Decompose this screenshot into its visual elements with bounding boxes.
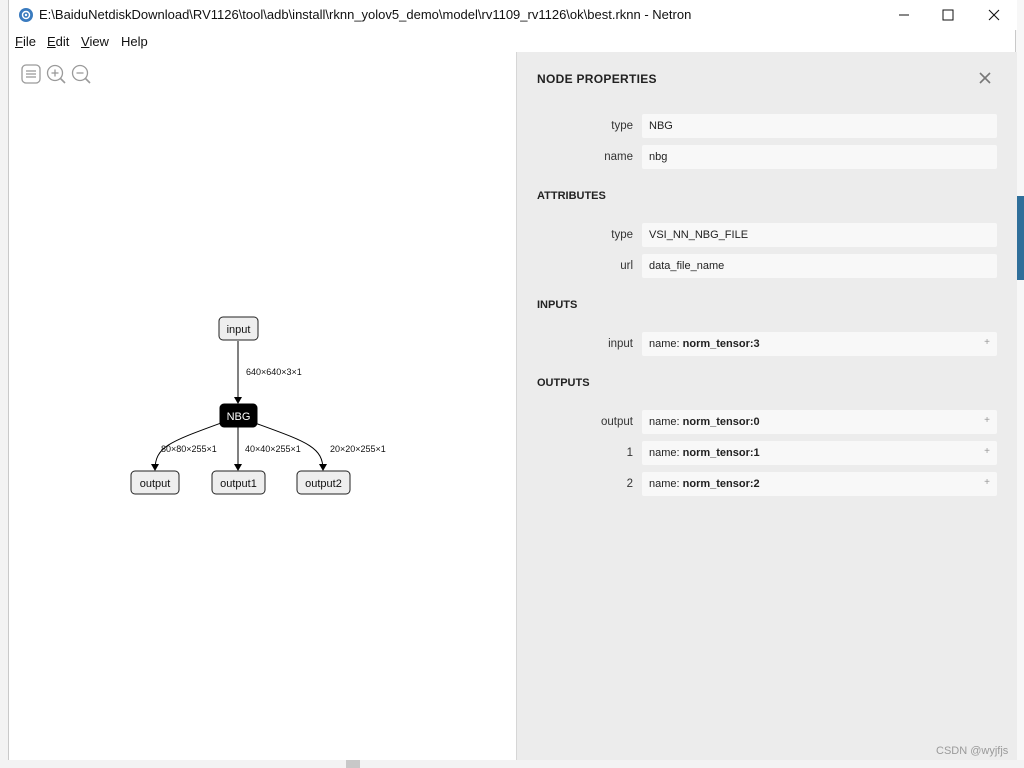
menu-file[interactable]: File — [15, 34, 36, 49]
prop-value-type[interactable]: NBG — [642, 114, 997, 138]
zoom-in-icon[interactable] — [45, 63, 67, 85]
expand-icon[interactable]: + — [984, 477, 990, 488]
sidebar-menu-icon[interactable] — [20, 63, 42, 85]
expand-icon[interactable]: + — [984, 446, 990, 457]
node-output1[interactable]: output1 — [211, 470, 266, 495]
zoom-out-icon[interactable] — [70, 63, 92, 85]
node-output2[interactable]: output2 — [296, 470, 351, 495]
node-nbg-label: NBG — [227, 411, 251, 423]
edge-nbg-output2 — [254, 422, 327, 471]
panel-title: NODE PROPERTIES — [537, 72, 657, 86]
prop-label-type: type — [611, 120, 633, 132]
node-output1-label: output1 — [220, 478, 257, 490]
graph-canvas[interactable]: 640×640×3×1 80×80×255×1 40×40×255×1 20×2… — [9, 52, 516, 760]
output-label-1: 1 — [626, 447, 633, 459]
title-bar: E:\BaiduNetdiskDownload\RV1126\tool\adb\… — [9, 0, 1017, 30]
close-panel-icon[interactable] — [977, 70, 993, 86]
attr-value-type[interactable]: VSI_NN_NBG_FILE — [642, 223, 997, 247]
menu-view[interactable]: View — [81, 34, 109, 49]
node-properties-panel: NODE PROPERTIES type NBG name nbg ATTRIB… — [516, 52, 1017, 760]
attr-label-type: type — [611, 229, 633, 241]
background-scrollbar — [346, 760, 360, 768]
edge-label-nbg-output: 80×80×255×1 — [161, 444, 217, 454]
node-output[interactable]: output — [130, 470, 180, 495]
attr-value-url[interactable]: data_file_name — [642, 254, 997, 278]
output-label-2: 2 — [626, 478, 633, 490]
model-graph: 640×640×3×1 80×80×255×1 40×40×255×1 20×2… — [130, 316, 386, 495]
menu-bar: File Edit View Help — [9, 30, 1017, 52]
expand-icon[interactable]: + — [984, 415, 990, 426]
close-icon — [988, 9, 1000, 21]
edge-nbg-output — [151, 422, 222, 471]
close-window-button[interactable] — [971, 0, 1017, 30]
menu-help[interactable]: Help — [121, 34, 148, 49]
edge-label-nbg-output2: 20×20×255×1 — [330, 444, 386, 454]
menu-edit[interactable]: Edit — [47, 34, 70, 49]
prop-label-name: name — [604, 151, 633, 163]
node-nbg[interactable]: NBG — [219, 403, 258, 428]
section-attributes: ATTRIBUTES — [537, 190, 606, 202]
node-input[interactable]: input — [218, 316, 259, 341]
minimize-button[interactable] — [881, 0, 927, 30]
edge-label-input-nbg: 640×640×3×1 — [246, 367, 302, 377]
expand-icon[interactable]: + — [984, 337, 990, 348]
prop-value-name[interactable]: nbg — [642, 145, 997, 169]
output-value-1[interactable]: name: norm_tensor:1+ — [642, 441, 997, 465]
node-output2-label: output2 — [305, 478, 342, 490]
maximize-button[interactable] — [925, 0, 971, 30]
node-output-label: output — [140, 478, 171, 490]
watermark: CSDN @wyjfjs — [936, 745, 1009, 757]
window-title: E:\BaiduNetdiskDownload\RV1126\tool\adb\… — [39, 7, 692, 22]
minimize-icon — [899, 14, 909, 16]
output-value-0[interactable]: name: norm_tensor:0+ — [642, 410, 997, 434]
output-value-2[interactable]: name: norm_tensor:2+ — [642, 472, 997, 496]
input-value[interactable]: name: norm_tensor:3+ — [642, 332, 997, 356]
background-desktop-bottom — [0, 760, 1024, 768]
attr-label-url: url — [620, 260, 633, 272]
background-desktop-left — [0, 0, 8, 768]
input-label: input — [608, 338, 633, 350]
output-label-0: output — [601, 416, 633, 428]
edge-label-nbg-output1: 40×40×255×1 — [245, 444, 301, 454]
section-outputs: OUTPUTS — [537, 377, 590, 389]
node-input-label: input — [227, 324, 251, 336]
background-desktop-right — [1016, 0, 1024, 768]
background-window-fragment — [1016, 196, 1024, 280]
section-inputs: INPUTS — [537, 299, 578, 311]
netron-window: E:\BaiduNetdiskDownload\RV1126\tool\adb\… — [8, 0, 1017, 760]
netron-app-icon — [19, 8, 33, 22]
maximize-icon — [942, 9, 954, 21]
